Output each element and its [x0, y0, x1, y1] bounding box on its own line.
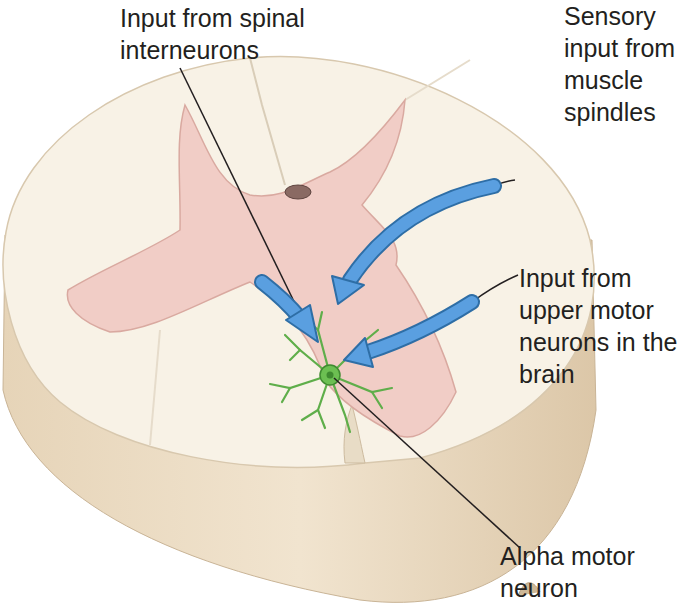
neuron-nucleus: [327, 372, 334, 379]
callout-label: Sensory input from muscle spindles: [564, 0, 696, 128]
gray-matter: [67, 100, 456, 437]
callout-label: Alpha motor neuron: [500, 540, 690, 604]
white-matter: [3, 57, 594, 468]
callout-label: Input from upper motor neurons in the br…: [519, 262, 695, 390]
posterior-septum: [250, 58, 285, 185]
white-matter-line: [150, 330, 160, 445]
white-matter-line: [405, 60, 470, 100]
central-canal: [285, 185, 311, 199]
leader-lines: [180, 68, 520, 548]
callout-label: Input from spinal interneurons: [120, 2, 320, 66]
neuron-soma: [320, 365, 340, 385]
input-arrows: [262, 186, 494, 367]
